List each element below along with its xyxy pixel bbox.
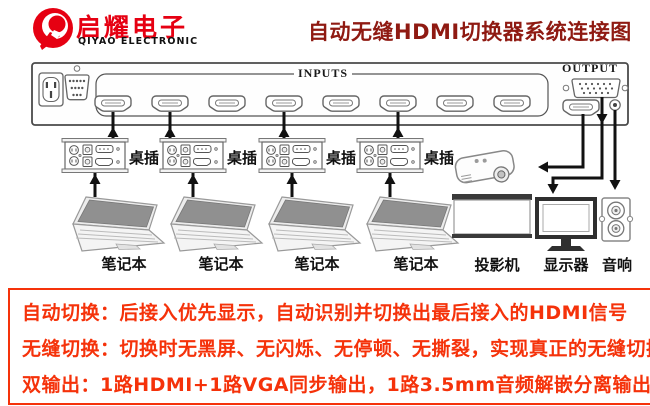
feature-line-dual-output: 双输出：1路HDMI+1路VGA同步输出，1路3.5mm音频解嵌分离输出: [22, 374, 650, 396]
vga-output-port-icon: [562, 78, 629, 99]
arrow-up-icon: [164, 127, 176, 137]
hdmi-input-port-icon: [379, 95, 417, 112]
audio-jack-icon: [609, 99, 621, 111]
hdmi-input-port-icon: [208, 95, 246, 112]
inputs-label: INPUTS: [294, 67, 352, 80]
page-title: 自动无缝HDMI切换器系统连接图: [308, 20, 632, 44]
hdmi-input-port-icon: [265, 95, 303, 112]
laptop-label: 笔记本: [198, 255, 244, 273]
projector-icon: [453, 148, 518, 191]
hdmi-input-port-icon: [436, 95, 474, 112]
arrow-left-icon: [538, 161, 548, 173]
feature-line-auto-switch: 自动切换：后接入优先显示，自动识别并切换出最后接入的HDMI信号: [22, 302, 628, 324]
laptop-label: 笔记本: [294, 255, 340, 273]
desk-insert-label: 桌插: [129, 149, 160, 167]
monitor-label: 显示器: [543, 256, 589, 274]
hdmi-input-port-icon: [322, 95, 360, 112]
desk-insert-icon: [61, 137, 129, 174]
feature-line-seamless-switch: 无缝切换：切换时无黑屏、无闪烁、无停顿、无撕裂，实现真正的无缝切换: [22, 338, 650, 360]
power-inlet-icon: [38, 72, 64, 107]
laptop-label: 笔记本: [101, 255, 147, 273]
desk-insert-icon: [258, 137, 326, 174]
arrow-down-icon: [609, 180, 621, 190]
arrow-up-icon: [278, 127, 290, 137]
arrow-up-icon: [187, 174, 199, 184]
hdmi-output-port-icon: [562, 99, 600, 116]
arrow-up-icon: [107, 127, 119, 137]
laptop-icon: [366, 196, 459, 252]
arrow-up-icon: [286, 174, 298, 184]
hdmi-input-port-icon: [94, 95, 132, 112]
laptop-icon: [170, 196, 263, 252]
laptop-label: 笔记本: [393, 255, 439, 273]
laptop-cable-lines: [93, 173, 392, 197]
qiyao-logo-icon: [33, 8, 73, 50]
projector-label: 投影机: [474, 256, 520, 274]
arrow-down-icon: [547, 184, 559, 194]
brand-name-cn: 启耀电子: [76, 13, 189, 42]
rs232-port-icon: [64, 65, 90, 101]
output-label: OUTPUT: [562, 61, 619, 75]
desk-insert-icon: [356, 137, 424, 174]
desk-insert-label: 桌插: [227, 149, 258, 167]
speaker-icon: [598, 197, 634, 242]
arrow-up-icon: [392, 127, 404, 137]
monitor-icon: [535, 197, 597, 253]
projection-screen-icon: [452, 194, 532, 238]
hdmi-input-port-icon: [151, 95, 189, 112]
desk-insert-label: 桌插: [424, 149, 455, 167]
arrow-up-icon: [384, 174, 396, 184]
desk-insert-icon: [159, 137, 227, 174]
laptop-icon: [72, 196, 165, 252]
brand-name-en: QIYAO ELECTRONIC: [78, 36, 199, 47]
laptop-icon: [268, 196, 361, 252]
output-cable-lines: [545, 97, 617, 185]
arrow-up-icon: [89, 174, 101, 184]
hdmi-input-port-icon: [493, 95, 531, 112]
feature-box: 自动切换：后接入优先显示，自动识别并切换出最后接入的HDMI信号 无缝切换：切换…: [8, 288, 650, 405]
desk-insert-label: 桌插: [326, 149, 357, 167]
speaker-label: 音响: [601, 256, 632, 274]
